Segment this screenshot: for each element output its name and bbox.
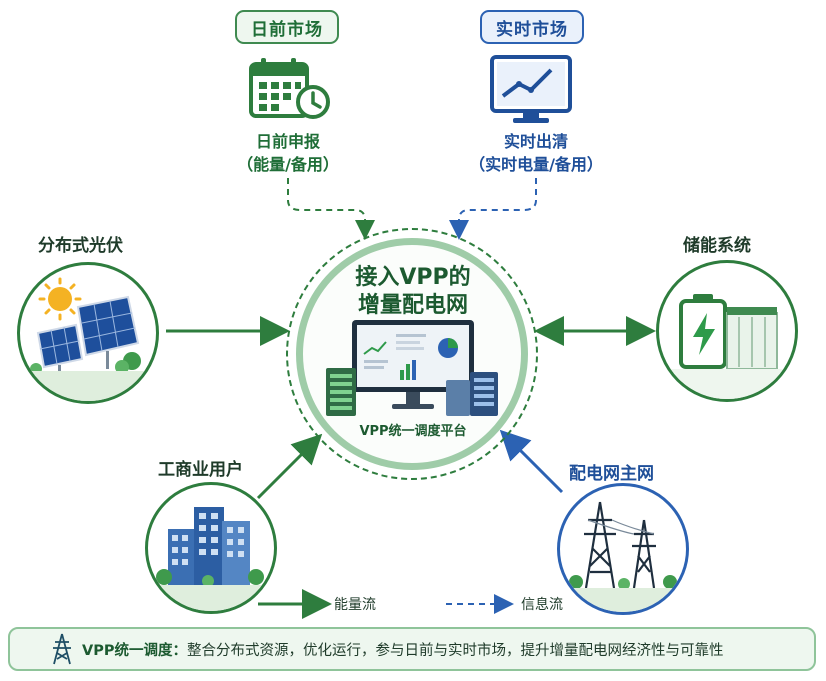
solar-title: 分布式光伏	[38, 236, 123, 256]
footer-bold-label: VPP统一调度：	[82, 642, 187, 659]
vpp-hub-outer-ring	[286, 228, 538, 480]
solar-node	[17, 262, 159, 404]
day-ahead-market-tag: 日前市场	[235, 10, 339, 44]
office-buildings-icon	[148, 507, 274, 611]
dispatch-platform-icon	[326, 320, 498, 416]
power-tower-icon	[53, 633, 71, 665]
arrow-commercial	[256, 433, 323, 500]
realtime-market-label: 实时市场	[496, 19, 568, 40]
vpp-platform-label: VPP统一调度平台	[359, 424, 467, 439]
arrow-day-ahead	[287, 178, 375, 240]
calendar-clock-icon	[249, 58, 330, 119]
legend-info-label: 信息流	[521, 597, 563, 613]
realtime-market-tag: 实时市场	[480, 10, 584, 44]
day-ahead-market-label: 日前市场	[251, 19, 323, 40]
storage-title: 储能系统	[683, 236, 751, 256]
realtime-clearing-label: 实时出清 （实时电量/备用）	[469, 132, 603, 174]
transmission-tower-icon	[560, 501, 686, 612]
monitor-chart-icon	[490, 55, 572, 123]
commercial-title: 工商业用户	[158, 460, 243, 480]
vpp-network-title: 接入VPP的 增量配电网	[355, 265, 471, 318]
solar-panel-icon	[20, 277, 156, 401]
footer-summary: VPP统一调度：整合分布式资源，优化运行，参与日前与实时市场，提升增量配电网经济…	[8, 627, 816, 671]
day-ahead-report-label: 日前申报 （能量/备用）	[237, 132, 339, 174]
arrow-grid	[499, 429, 564, 494]
legend-energy-label: 能量流	[334, 597, 376, 613]
storage-node	[656, 260, 798, 402]
arrow-realtime	[449, 178, 537, 240]
footer-text: VPP统一调度：整合分布式资源，优化运行，参与日前与实时市场，提升增量配电网经济…	[82, 639, 723, 660]
grid-node	[557, 483, 689, 615]
footer-description: 整合分布式资源，优化运行，参与日前与实时市场，提升增量配电网经济性与可靠性	[186, 642, 724, 659]
grid-title: 配电网主网	[569, 464, 654, 484]
battery-storage-icon	[659, 294, 795, 399]
commercial-node	[145, 482, 277, 614]
